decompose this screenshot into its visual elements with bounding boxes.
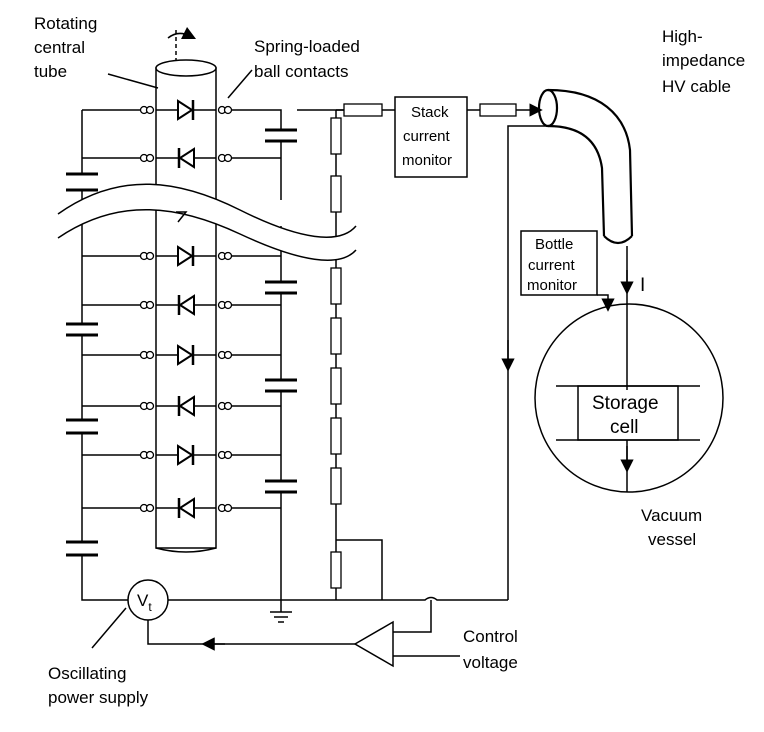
contact-ring: [145, 251, 155, 261]
label-hv-1: High-: [662, 27, 703, 46]
amplifier-icon: [353, 620, 394, 668]
contact-ring: [223, 105, 233, 115]
label-bottle-2: current: [528, 257, 576, 274]
contact-ring: [145, 153, 155, 163]
vessel-circle: [534, 303, 724, 493]
contact-ring: [145, 350, 155, 360]
diode-icon: [156, 99, 216, 121]
break-mark: [57, 183, 357, 261]
ground-icon: [270, 611, 292, 623]
contact-ring: [223, 503, 233, 513]
label-control-2: voltage: [463, 653, 518, 672]
contact-ring: [145, 401, 155, 411]
diode-icon: [156, 444, 216, 466]
diode-icon: [156, 294, 216, 316]
label-rotating-2: central: [34, 38, 85, 57]
right-capacitor-chain: [232, 109, 297, 612]
ball-contacts: [139, 105, 233, 513]
label-current: I: [640, 275, 645, 296]
contact-ring: [223, 300, 233, 310]
contact-ring: [145, 503, 155, 513]
label-storage-2: cell: [610, 417, 639, 438]
diode-icon: [156, 344, 216, 366]
diode-icon: [156, 497, 216, 519]
right-taps: [232, 157, 281, 509]
label-vacuum-2: vessel: [648, 530, 696, 549]
storage-cell-box: [577, 385, 679, 441]
label-rotating-3: tube: [34, 62, 67, 81]
bottle-monitor-box: [520, 230, 598, 296]
label-vacuum-1: Vacuum: [641, 506, 702, 525]
label-oscillating-1: Oscillating: [48, 664, 126, 683]
bottle-current-monitor: [520, 230, 634, 390]
label-spring-1: Spring-loaded: [254, 37, 360, 56]
hv-cable-icon: [501, 88, 634, 600]
label-control-1: Control: [463, 627, 518, 646]
label-spring-2: ball contacts: [254, 62, 349, 81]
contact-ring: [223, 401, 233, 411]
contact-ring: [145, 300, 155, 310]
label-storage-1: Storage: [592, 393, 659, 414]
leader-spring: [227, 69, 253, 99]
label-rotating-1: Rotating: [34, 14, 97, 33]
diode-icon: [156, 147, 216, 169]
label-stack-1: Stack: [411, 104, 449, 121]
contact-ring: [223, 350, 233, 360]
stack-monitor-box: [394, 96, 468, 178]
contact-ring: [223, 153, 233, 163]
stack-current-monitor: [336, 96, 543, 178]
label-vt: Vt: [137, 591, 152, 614]
label-stack-3: monitor: [402, 152, 452, 169]
ground-bus-right: [336, 596, 508, 601]
diode-stack: [156, 99, 216, 519]
resistor-divider: [297, 109, 383, 600]
contact-ring: [223, 450, 233, 460]
contact-ring: [145, 450, 155, 460]
label-hv-3: HV cable: [662, 77, 731, 96]
diode-icon: [156, 395, 216, 417]
label-stack-2: current: [403, 128, 451, 145]
diode-icon: [156, 245, 216, 267]
label-oscillating-2: power supply: [48, 688, 149, 707]
label-bottle-3: monitor: [527, 277, 577, 294]
control-amplifier: [353, 600, 460, 668]
contact-ring: [223, 251, 233, 261]
left-taps: [82, 109, 140, 509]
leader-rotating: [107, 73, 159, 89]
label-bottle-1: Bottle: [535, 236, 573, 253]
label-hv-2: impedance: [662, 51, 745, 70]
vacuum-vessel: [534, 303, 724, 493]
contact-ring: [145, 105, 155, 115]
oscillating-supply: [91, 579, 355, 651]
